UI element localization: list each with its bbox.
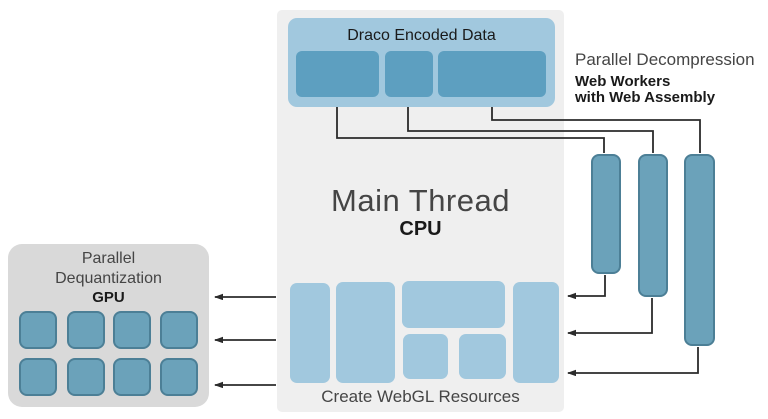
draco-data-chunk-3 — [438, 51, 546, 97]
parallel-dequantization-box: Parallel Dequantization GPU — [8, 244, 209, 407]
web-worker-bar-3 — [684, 154, 715, 346]
draco-encoded-data-box: Draco Encoded Data — [288, 18, 555, 107]
web-workers-label: Web Workers — [575, 73, 671, 90]
gpu-core — [113, 358, 151, 396]
parallel-decompression-block: Parallel Decompression Web Workers with … — [575, 50, 768, 106]
webgl-resource-block-6 — [513, 282, 559, 383]
main-thread-box: Draco Encoded Data Main Thread CPU Creat… — [277, 10, 564, 412]
gpu-core — [160, 311, 198, 349]
gpu-core — [19, 311, 57, 349]
parallel-dequantization-title: Parallel Dequantization — [8, 249, 209, 289]
webgl-resource-block-2 — [336, 282, 395, 383]
create-webgl-resources-label: Create WebGL Resources — [321, 387, 520, 406]
parallel-decompression-title: Parallel Decompression — [575, 50, 755, 69]
gpu-core — [67, 358, 105, 396]
gpu-core — [67, 311, 105, 349]
web-worker-bar-1 — [591, 154, 621, 274]
web-assembly-label: with Web Assembly — [575, 89, 716, 106]
dequantization-title-line1: Parallel — [81, 250, 136, 267]
draco-data-chunk-2 — [385, 51, 433, 97]
arrow-worker1-to-main — [567, 275, 606, 300]
dequantization-title-line2: Dequantization — [55, 270, 162, 287]
gpu-core — [113, 311, 151, 349]
webgl-resource-block-5 — [459, 334, 506, 379]
webgl-resource-block-4 — [403, 334, 448, 379]
gpu-core — [19, 358, 57, 396]
arrow-worker2-to-main — [567, 298, 653, 337]
web-worker-bar-2 — [638, 154, 668, 297]
gpu-core — [160, 358, 198, 396]
webgl-resource-block-3 — [402, 281, 505, 328]
draco-data-chunk-1 — [296, 51, 379, 97]
cpu-label: CPU — [399, 218, 442, 240]
gpu-label: GPU — [92, 289, 125, 306]
main-thread-title: Main Thread — [331, 183, 510, 218]
webgl-resource-block-1 — [290, 283, 330, 383]
draco-encoded-data-label: Draco Encoded Data — [347, 27, 496, 44]
arrow-worker3-to-main — [567, 347, 699, 377]
